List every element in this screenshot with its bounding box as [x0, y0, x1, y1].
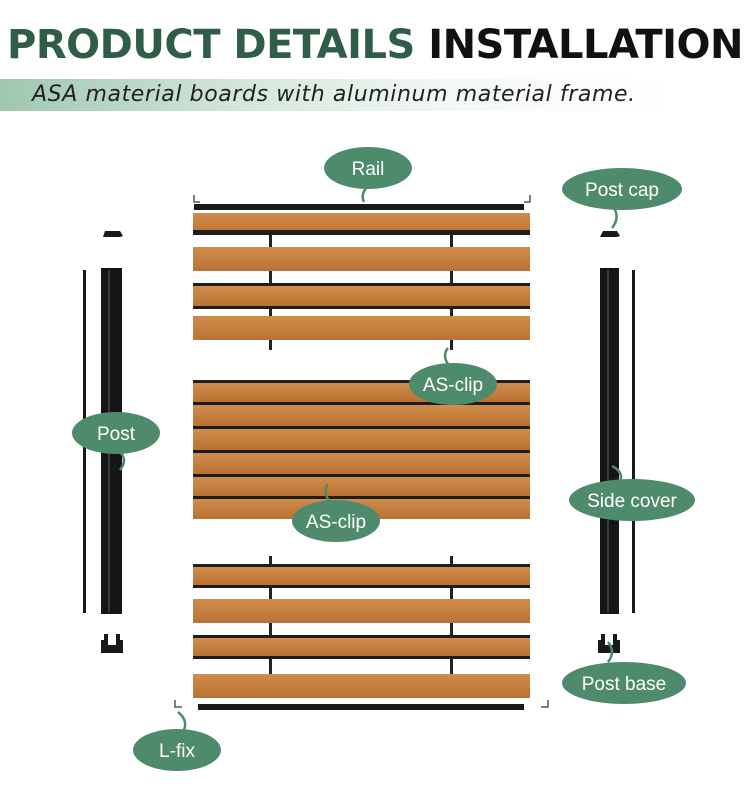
callout-as-clip-lower: AS-clip — [292, 483, 380, 542]
board-strip — [193, 656, 530, 659]
subtitle-band — [0, 79, 750, 111]
board — [193, 453, 530, 474]
right-post-groove — [607, 270, 609, 612]
board — [193, 638, 530, 656]
board-strip — [193, 635, 530, 638]
middle-panel — [193, 380, 530, 519]
board-strip — [193, 564, 530, 567]
board — [193, 674, 530, 698]
board — [193, 477, 530, 496]
board — [193, 247, 530, 271]
board-strip — [193, 283, 530, 286]
callout-post-base: Post base — [562, 641, 686, 704]
right-side-cover — [632, 270, 635, 613]
callout-post-label: Post — [97, 424, 136, 445]
left-post-base — [101, 634, 123, 653]
board — [193, 286, 530, 306]
callout-post-cap-label: Post cap — [585, 180, 659, 201]
left-post-cap — [103, 231, 123, 237]
page-title: PRODUCT DETAILS INSTALLATION — [0, 22, 750, 68]
corner-marks — [174, 195, 549, 708]
callout-side-cover-label: Side cover — [587, 491, 677, 512]
right-post-assembly — [598, 231, 635, 653]
title-installation: INSTALLATION — [428, 22, 743, 68]
board-strip — [193, 402, 530, 405]
callout-as-clip-upper-label: AS-clip — [423, 375, 483, 396]
callout-side-cover: Side cover — [569, 464, 695, 521]
upper-panel — [193, 213, 530, 350]
callout-l-fix: L-fix — [133, 711, 221, 771]
board-strip — [193, 474, 530, 477]
top-rail — [194, 204, 524, 210]
page-subtitle: ASA material boards with aluminum materi… — [32, 82, 636, 107]
right-post-cap — [600, 231, 620, 237]
board-strip — [193, 230, 530, 235]
callout-post: Post — [72, 412, 160, 471]
callout-as-clip-upper: AS-clip — [409, 347, 497, 405]
panel-top-strip — [193, 380, 530, 383]
board — [193, 213, 530, 235]
board-strip — [193, 496, 530, 499]
bottom-rail — [198, 704, 524, 710]
board — [193, 316, 530, 340]
board-strip — [193, 450, 530, 453]
board-strip — [193, 306, 530, 309]
callout-post-cap: Post cap — [562, 168, 682, 229]
right-post-base — [598, 634, 620, 653]
board-strip — [193, 585, 530, 588]
callout-post-base-label: Post base — [582, 674, 667, 695]
board — [193, 599, 530, 623]
board — [193, 429, 530, 450]
callout-rail: Rail — [324, 147, 412, 203]
board — [193, 405, 530, 426]
lower-panel — [193, 556, 530, 698]
title-product-details: PRODUCT DETAILS — [7, 22, 415, 68]
callout-rail-label: Rail — [352, 159, 385, 180]
right-post — [600, 268, 619, 614]
callout-as-clip-lower-label: AS-clip — [306, 512, 366, 533]
callout-l-fix-label: L-fix — [159, 741, 195, 762]
board — [193, 567, 530, 585]
board-strip — [193, 426, 530, 429]
